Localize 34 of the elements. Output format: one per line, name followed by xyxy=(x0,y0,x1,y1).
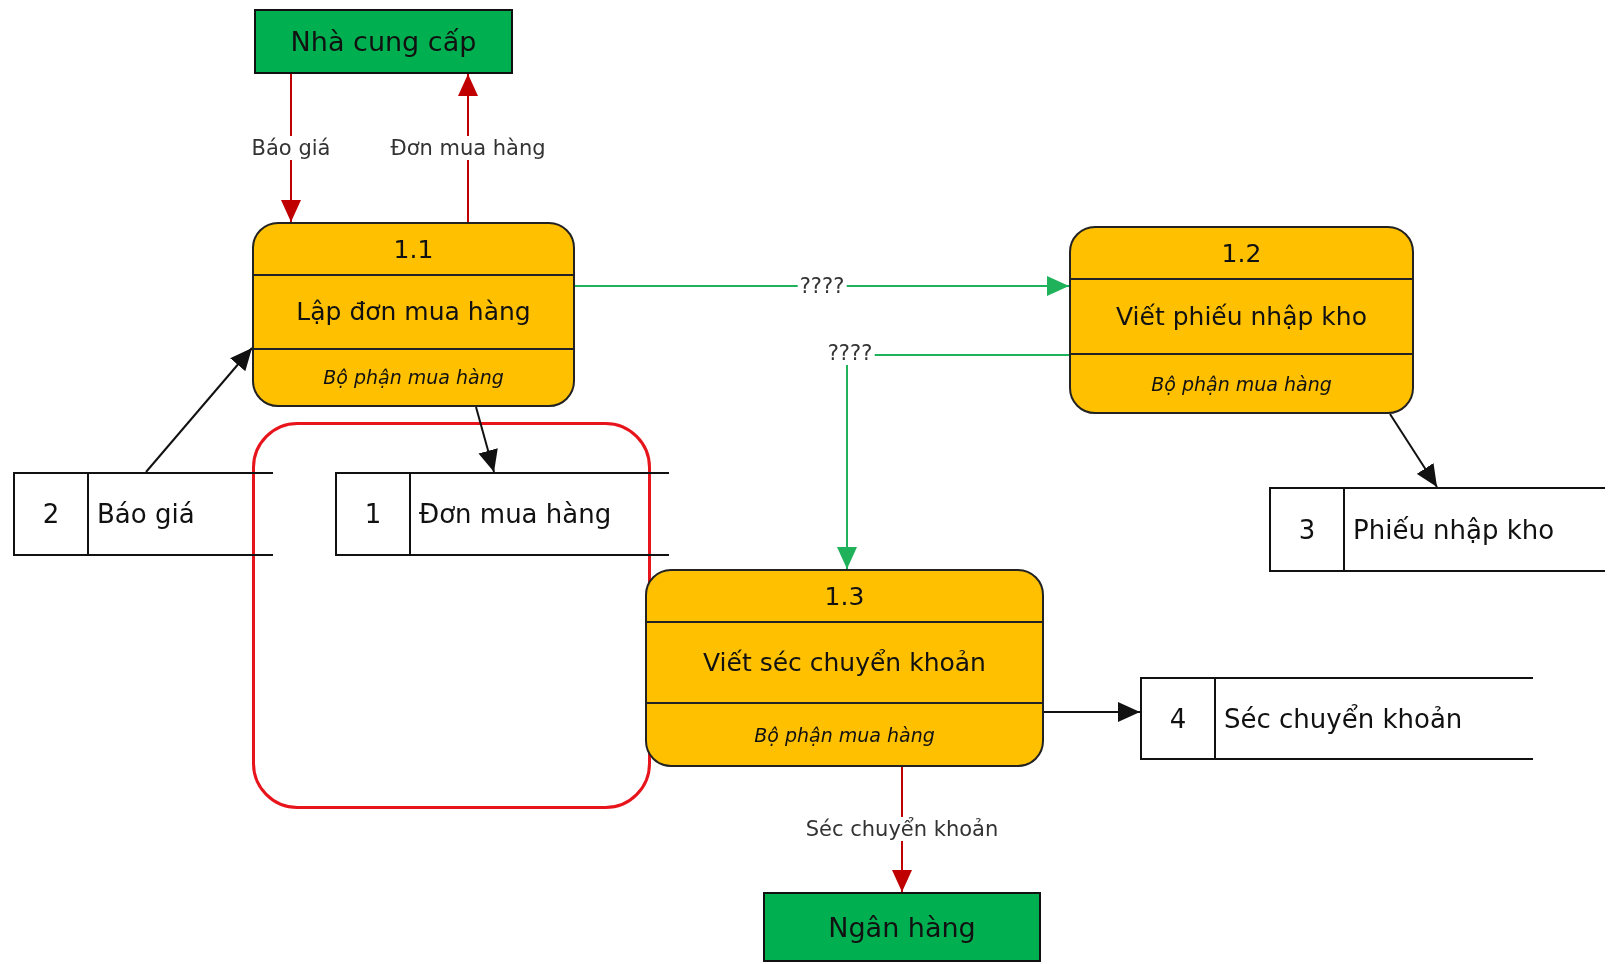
process-name: Lập đơn mua hàng xyxy=(296,297,531,327)
process-owner: Bộ phận mua hàng xyxy=(1151,372,1332,395)
process-name: Viết séc chuyển khoản xyxy=(703,648,986,678)
external-entity xyxy=(254,9,513,74)
process-box xyxy=(1069,226,1414,414)
store-name: Séc chuyển khoản xyxy=(1224,703,1463,734)
process-name: Viết phiếu nhập kho xyxy=(1116,302,1367,332)
flow-arrow xyxy=(145,347,253,473)
data-store xyxy=(1140,677,1533,760)
store-number: 2 xyxy=(42,499,60,529)
store-number: 4 xyxy=(1169,703,1187,734)
data-store xyxy=(335,472,669,556)
data-store xyxy=(1269,487,1605,572)
process-owner: Bộ phận mua hàng xyxy=(323,366,504,389)
flow-arrow xyxy=(1389,413,1438,488)
store-number: 1 xyxy=(364,499,382,529)
process-box xyxy=(645,569,1044,767)
process-owner: Bộ phận mua hàng xyxy=(754,723,935,746)
store-name: Phiếu nhập kho xyxy=(1353,514,1555,545)
store-number: 3 xyxy=(1298,514,1316,545)
process-number: 1.2 xyxy=(1221,238,1262,268)
entity-name: Ngân hàng xyxy=(828,911,976,943)
store-name: Đơn mua hàng xyxy=(419,499,612,529)
flow-arrow xyxy=(574,276,1070,296)
process-number: 1.1 xyxy=(393,234,434,264)
flow-arrow xyxy=(475,406,498,473)
process-box xyxy=(252,222,575,407)
flow-arrow xyxy=(837,354,1070,570)
flow-arrow xyxy=(1043,702,1141,722)
data-store xyxy=(13,472,273,556)
store-name: Báo giá xyxy=(97,499,195,529)
process-number: 1.3 xyxy=(824,581,865,611)
external-entity xyxy=(763,892,1041,962)
entity-name: Nhà cung cấp xyxy=(290,26,477,57)
